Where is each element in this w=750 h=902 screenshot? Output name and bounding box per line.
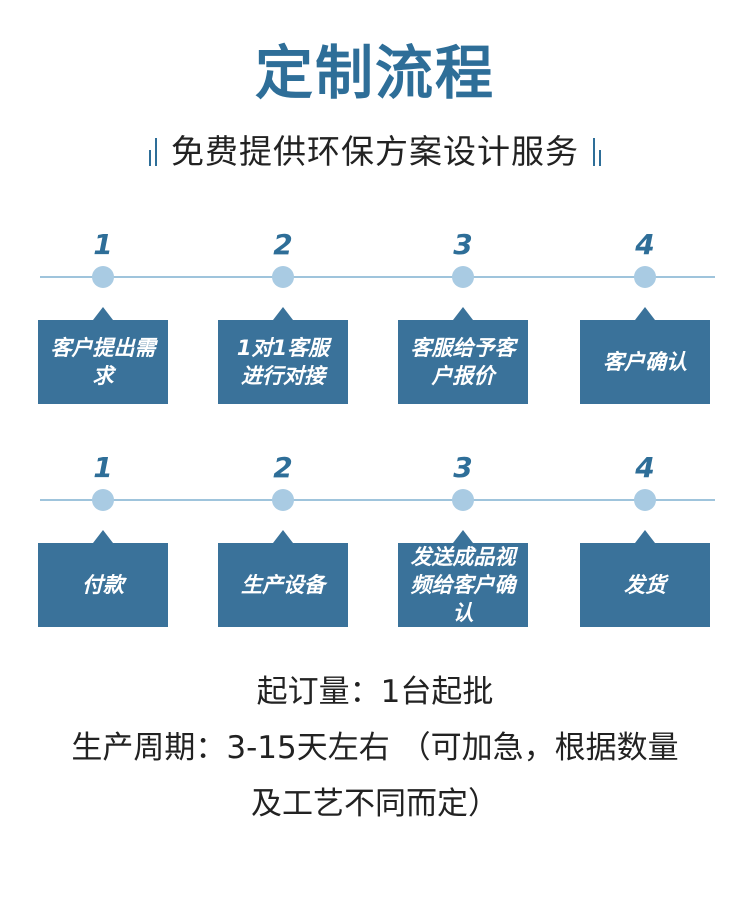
step-dot: [452, 266, 474, 288]
step-label: 1对1客服进行对接: [236, 336, 330, 388]
step-number: 2: [273, 228, 293, 261]
timeline-line: [40, 276, 715, 278]
step-dot: [634, 266, 656, 288]
step-dot: [92, 489, 114, 511]
step-box: 客户提出需求: [38, 307, 168, 404]
timeline-line: [40, 499, 715, 501]
step-number: 1: [93, 451, 113, 484]
step-number: 3: [453, 228, 473, 261]
step-number: 3: [453, 451, 473, 484]
step-label: 客户确认: [603, 350, 687, 374]
step-number: 4: [635, 228, 655, 261]
step-label: 发送成品视频给客户确认: [410, 545, 516, 625]
step-label: 发货: [624, 573, 666, 597]
process-flow-1: 1 客户提出需求 2 1对1客服进行对接 3 客服给予客户报价 4 客户确认: [0, 225, 750, 415]
step-number: 1: [93, 228, 113, 261]
step-box: 1对1客服进行对接: [218, 307, 348, 404]
step-label: 客服给予客户报价: [410, 336, 516, 388]
step-number: 2: [273, 451, 293, 484]
step-label: 生产设备: [241, 573, 325, 597]
subtitle-row: 免费提供环保方案设计服务: [0, 127, 750, 177]
step-dot: [634, 489, 656, 511]
step-number: 4: [635, 451, 655, 484]
step-dot: [92, 266, 114, 288]
moq-text: 起订量：1台起批: [256, 674, 494, 710]
step-box: 客户确认: [580, 307, 710, 404]
production-cycle-text-continued: 及工艺不同而定）: [251, 786, 499, 822]
step-box: 生产设备: [218, 530, 348, 627]
page-subtitle: 免费提供环保方案设计服务: [171, 132, 579, 171]
right-bar-decoration: [593, 137, 601, 167]
process-flow-2: 1 付款 2 生产设备 3 发送成品视频给客户确认 4 发货: [0, 448, 750, 638]
left-bar-decoration: [149, 137, 157, 167]
step-dot: [452, 489, 474, 511]
step-dot: [272, 266, 294, 288]
production-cycle-text: 生产周期：3-15天左右 （可加急，根据数量: [71, 730, 679, 766]
step-box: 发货: [580, 530, 710, 627]
step-box: 付款: [38, 530, 168, 627]
step-label: 客户提出需求: [50, 336, 156, 388]
step-box: 客服给予客户报价: [398, 307, 528, 404]
page-title: 定制流程: [254, 39, 495, 107]
step-dot: [272, 489, 294, 511]
step-label: 付款: [82, 573, 124, 597]
step-box: 发送成品视频给客户确认: [398, 530, 528, 627]
